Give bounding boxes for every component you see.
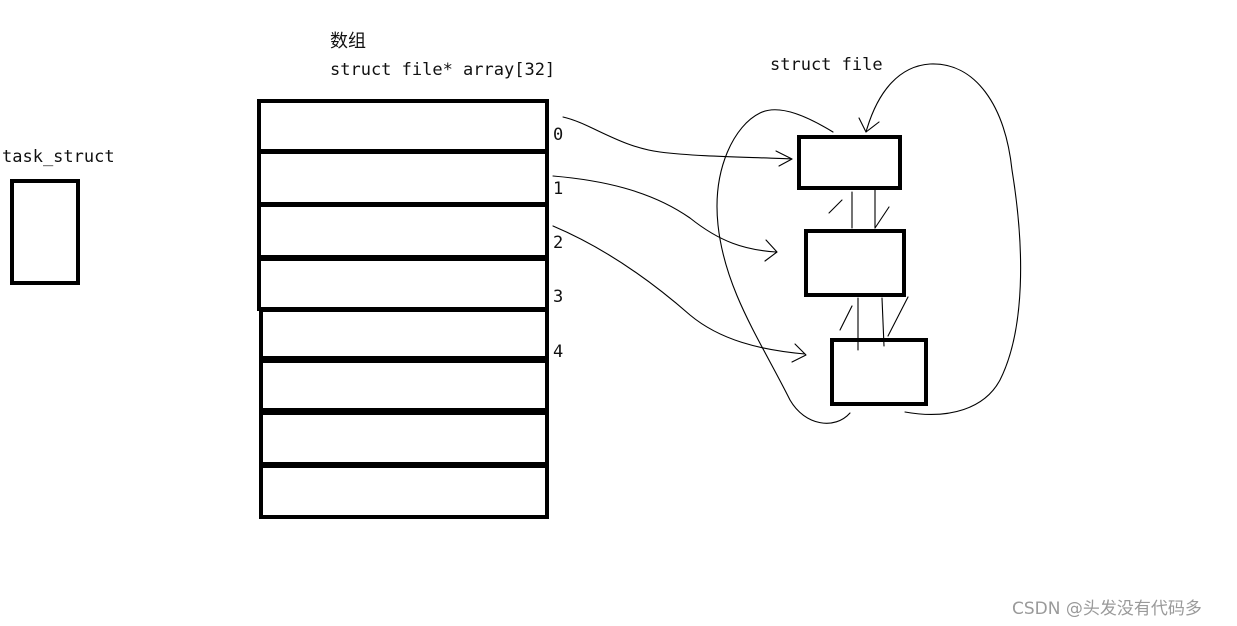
arrowhead-2 (791, 343, 807, 363)
pointer-arrow-0 (562, 116, 793, 160)
array-cell (259, 359, 549, 412)
array-cell (257, 99, 549, 153)
pointer-arrows (552, 116, 807, 363)
arrowhead-1 (764, 239, 778, 262)
watermark: CSDN @头发没有代码多 (1012, 599, 1202, 619)
array-declaration-label: struct file* array[32] (330, 60, 555, 80)
link-up-1-head (828, 199, 843, 214)
file-box-1 (797, 135, 902, 190)
file-box-2 (804, 229, 906, 297)
task-struct-box (10, 179, 80, 285)
task-struct-label: task_struct (2, 147, 115, 167)
circular-link-loop (716, 63, 1022, 424)
index-label-2: 2 (553, 233, 563, 253)
array-cell (257, 203, 549, 259)
index-label-1: 1 (553, 179, 563, 199)
index-label-4: 4 (553, 342, 563, 362)
index-label-0: 0 (553, 125, 563, 145)
array-cell (259, 464, 549, 519)
circular-link-head (858, 117, 880, 133)
link-up-2-head (839, 305, 853, 331)
pointer-arrow-1 (552, 175, 777, 253)
link-down-2 (881, 297, 885, 347)
struct-file-label: struct file (770, 55, 883, 75)
link-down-2-head (887, 296, 909, 337)
array-cell (259, 308, 549, 360)
link-arrows (828, 189, 909, 351)
pointer-arrow-2 (552, 225, 806, 355)
link-down-1-head (874, 206, 890, 229)
array-cell (259, 411, 549, 466)
array-title-label: 数组 (330, 31, 366, 52)
array-cell (257, 257, 549, 311)
arrowhead-0 (775, 150, 793, 167)
array-cells (257, 99, 549, 519)
file-box-3 (830, 338, 928, 406)
array-cell (257, 150, 549, 206)
index-label-3: 3 (553, 287, 563, 307)
